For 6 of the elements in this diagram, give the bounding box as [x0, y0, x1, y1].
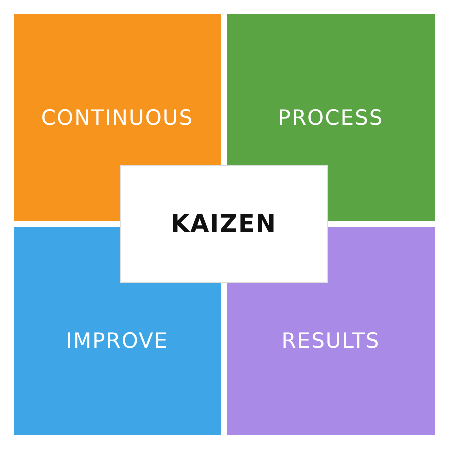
panel-label: CONTINUOUS	[41, 106, 194, 132]
panel-label: RESULTS	[282, 329, 380, 354]
panel-label: PROCESS	[278, 106, 384, 132]
panel-label: KAIZEN	[171, 210, 277, 238]
panel-label: IMPROVE	[66, 329, 169, 354]
center-box	[120, 165, 328, 283]
